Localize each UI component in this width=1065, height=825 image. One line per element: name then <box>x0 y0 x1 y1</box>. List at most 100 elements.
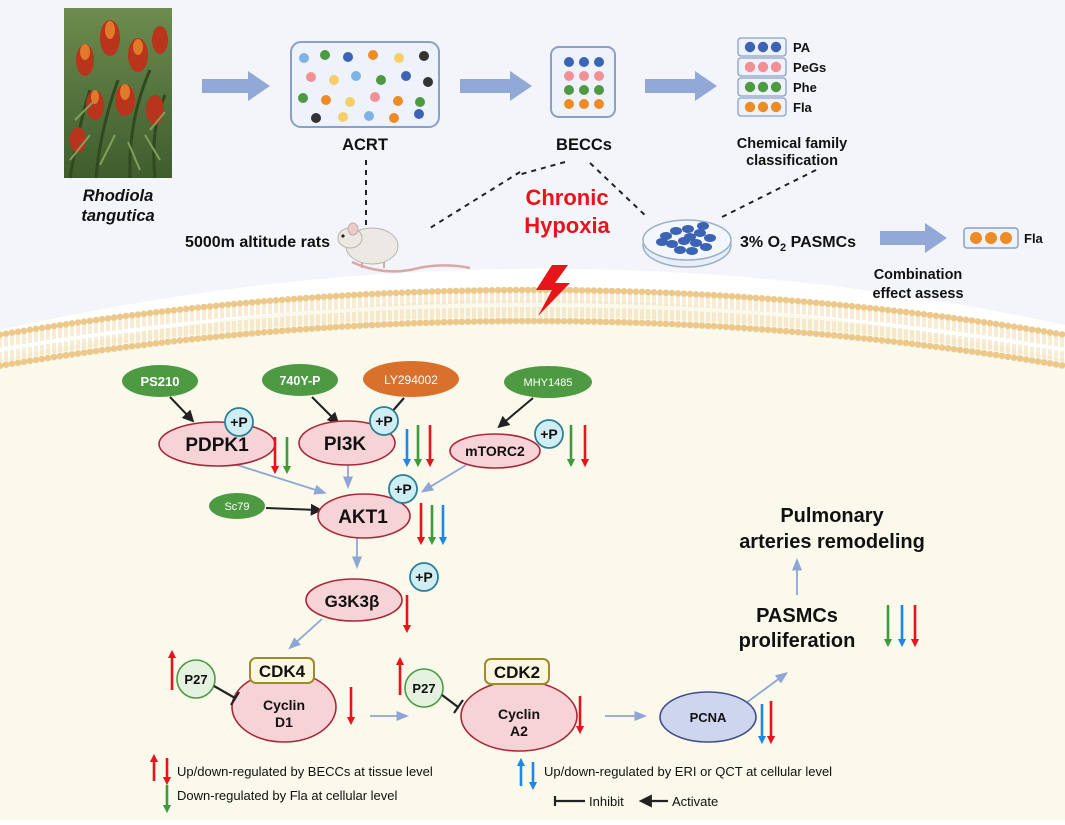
lipid-head <box>200 303 208 311</box>
lipid-head <box>506 317 514 325</box>
lipid-head <box>668 289 676 297</box>
lipid-head <box>242 299 250 307</box>
p27-left-label: P27 <box>184 672 207 687</box>
family-label: Phe <box>793 80 817 95</box>
proliferation-label: PASMCs <box>756 605 838 627</box>
lipid-head <box>230 331 238 339</box>
lipid-head <box>1046 329 1054 336</box>
compound-dot <box>564 99 574 109</box>
lipid-head <box>380 321 388 328</box>
lipid-head <box>104 315 112 322</box>
lipid-head <box>842 302 850 309</box>
drug-ly294002 <box>363 361 459 397</box>
lipid-head <box>872 336 880 343</box>
lipid-head <box>14 328 22 336</box>
lipid-head <box>710 291 718 299</box>
drug-mhy1485-label: MHY1485 <box>524 377 573 389</box>
family-dot <box>757 81 769 93</box>
lipid-head <box>866 335 874 343</box>
lipid-head <box>494 286 502 294</box>
protein-pi3k <box>298 420 396 466</box>
lipid-head <box>854 303 862 311</box>
lipid-head <box>650 289 658 296</box>
lipid-head <box>2 330 10 338</box>
lipid-head <box>962 316 970 324</box>
proliferation-label-2: proliferation <box>739 630 856 652</box>
lipid-head <box>74 350 82 357</box>
combination-label: Combination <box>874 267 963 283</box>
drug-740y-p-label: 740Y-P <box>279 374 320 388</box>
lipid-head <box>350 291 358 299</box>
family-label: Fla <box>793 100 813 115</box>
lipid-head <box>782 327 790 335</box>
lipid-head <box>392 320 400 328</box>
lipid-head <box>476 287 484 294</box>
lipid-head <box>8 360 16 368</box>
lipid-head <box>62 321 70 328</box>
drug-ps210-label: PS210 <box>140 374 179 389</box>
lipid-head <box>446 318 454 326</box>
family-dot <box>770 41 782 53</box>
lipid-head <box>932 312 940 320</box>
lipid-head <box>764 295 772 303</box>
lipid-head <box>950 345 958 353</box>
lipid-head <box>992 320 1000 328</box>
lipid-head <box>44 323 52 331</box>
lipid-head <box>452 318 460 326</box>
lipid-head <box>80 318 88 326</box>
lipid-head <box>1016 355 1024 362</box>
mtorc2-label: mTORC2 <box>465 443 525 459</box>
cell <box>694 229 706 237</box>
lipid-head <box>728 324 736 331</box>
lipid-head <box>590 318 598 325</box>
lipid-head <box>68 351 76 358</box>
lipid-head <box>998 352 1006 360</box>
cell <box>656 238 668 246</box>
lipid-head <box>812 299 820 307</box>
lipid-head <box>452 287 460 295</box>
lipid-head <box>632 319 640 327</box>
inhibit-p27 <box>213 685 464 714</box>
lipid-head <box>1016 324 1024 331</box>
lipid-head <box>818 299 826 307</box>
phospho-label: +P <box>230 414 248 430</box>
lipid-head <box>386 289 394 297</box>
lipid-head <box>584 287 592 294</box>
lipid-head <box>272 297 280 304</box>
lipid-head <box>980 318 988 326</box>
lipid-head <box>746 294 754 301</box>
lipid-head <box>740 293 748 301</box>
lipid-head <box>764 326 772 334</box>
lipid-head <box>470 287 478 294</box>
drug-sc79-label: Sc79 <box>224 501 249 513</box>
lipid-head <box>1040 359 1048 366</box>
lipid-head <box>140 310 148 318</box>
lipid-head <box>284 296 292 303</box>
lipid-head <box>944 314 952 321</box>
pi3k-label: PI3K <box>324 434 367 455</box>
lipid-head <box>356 291 364 298</box>
lipid-head <box>968 317 976 324</box>
protein-g3k3b <box>305 578 403 622</box>
family-label: PeGs <box>793 60 826 75</box>
lipid-head <box>128 311 136 319</box>
lipid-head <box>110 314 118 321</box>
lipid-head <box>854 334 862 342</box>
cell <box>660 232 672 240</box>
lipid-head <box>128 342 136 350</box>
drug-mhy1485 <box>504 366 592 398</box>
cdk4-box <box>249 657 315 684</box>
cyclin-d1-label: Cyclin <box>263 697 305 713</box>
lipid-head <box>194 304 202 311</box>
family-dot <box>744 61 756 73</box>
lipid-head <box>1058 362 1065 369</box>
compound-dot <box>389 113 399 123</box>
lipid-head <box>170 306 178 314</box>
compound-dot <box>298 93 308 103</box>
lipid-head <box>440 287 448 295</box>
compound-dot <box>594 85 604 95</box>
phosphorylation-badges: +P+P+P+P+P <box>224 406 564 592</box>
lipid-head <box>212 302 220 310</box>
lipid-head <box>164 307 172 315</box>
lipid-head <box>992 351 1000 359</box>
